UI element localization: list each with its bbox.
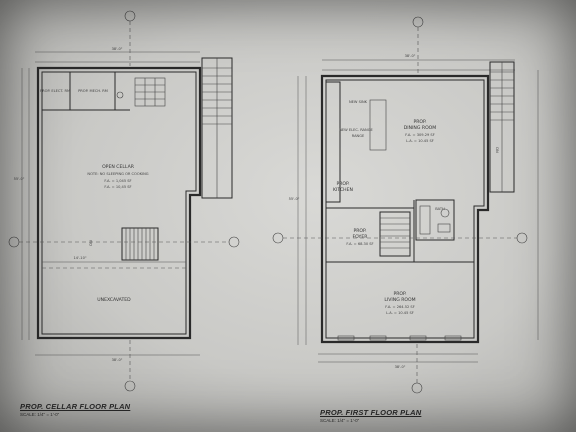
cellar-plan: 38'-0" 38'-0" 55'-0" PROP. ELECT. RM PRO… <box>8 10 240 392</box>
first-foyer-prop: PROP. <box>353 228 366 234</box>
cellar-room-unexcavated: UNEXCAVATED <box>97 297 131 303</box>
cellar-dim-bottom: 38'-0" <box>112 358 123 362</box>
first-dining-name: DINING ROOM <box>404 125 437 131</box>
svg-text:F.A. = 68.30 SF: F.A. = 68.30 SF <box>346 242 373 246</box>
cellar-plan-scale: SCALE: 1/4" = 1'-0" <box>20 412 60 417</box>
svg-text:L.A. = 10.45 SF: L.A. = 10.45 SF <box>406 139 434 143</box>
svg-text:DN: DN <box>495 147 499 153</box>
cellar-dim-top: 38'-0" <box>112 47 123 51</box>
svg-text:RANGE: RANGE <box>352 134 365 138</box>
cellar-plan-title: PROP. CELLAR FLOOR PLAN <box>20 402 131 411</box>
cellar-dim-side: 55'-0" <box>14 177 25 181</box>
first-kitchen-name: KITCHEN <box>333 187 353 193</box>
first-living-name: LIVING ROOM <box>384 297 415 303</box>
cellar-note: NOTE: NO SLEEPING OR COOKING <box>87 172 148 176</box>
first-living-prop: PROP. <box>393 291 406 297</box>
first-floor-plan: 38'-0" 38'-0" 55'-0" DN NEW SINK NEW ELE… <box>272 16 539 394</box>
svg-text:F.A. = 1,045 SF: F.A. = 1,045 SF <box>104 179 131 183</box>
first-bath: BATH <box>435 207 445 211</box>
first-sink: NEW SINK <box>349 100 368 104</box>
first-range: NEW ELEC. RANGE <box>339 128 373 132</box>
svg-text:F.A. = 264.52 SF: F.A. = 264.52 SF <box>385 305 415 309</box>
first-dim-bottom: 38'-0" <box>395 365 406 369</box>
cellar-room-mech: PROP. MECH. RM <box>78 89 108 93</box>
svg-text:F.A. = 10,45 SF: F.A. = 10,45 SF <box>104 185 131 189</box>
first-dim-top: 38'-0" <box>405 54 416 58</box>
first-plan-scale: SCALE: 1/4" = 1'-0" <box>320 418 360 423</box>
first-kitchen-prop: PROP. <box>336 181 349 187</box>
first-dining-prop: PROP. <box>413 119 426 125</box>
cellar-room-open: OPEN CELLAR <box>102 164 135 170</box>
svg-text:L.A. = 10.45 SF: L.A. = 10.45 SF <box>386 311 414 315</box>
svg-text:F.A. = 309.29 SF: F.A. = 309.29 SF <box>405 133 435 137</box>
cellar-room-elec: PROP. ELECT. RM <box>40 89 70 93</box>
first-plan-title: PROP. FIRST FLOOR PLAN <box>320 408 422 417</box>
first-dim-side: 55'-0" <box>289 197 300 201</box>
first-foyer-name: FOYER <box>353 234 369 240</box>
svg-text:DN: DN <box>89 240 93 246</box>
cellar-dim-mid: 14'-10" <box>73 256 86 260</box>
